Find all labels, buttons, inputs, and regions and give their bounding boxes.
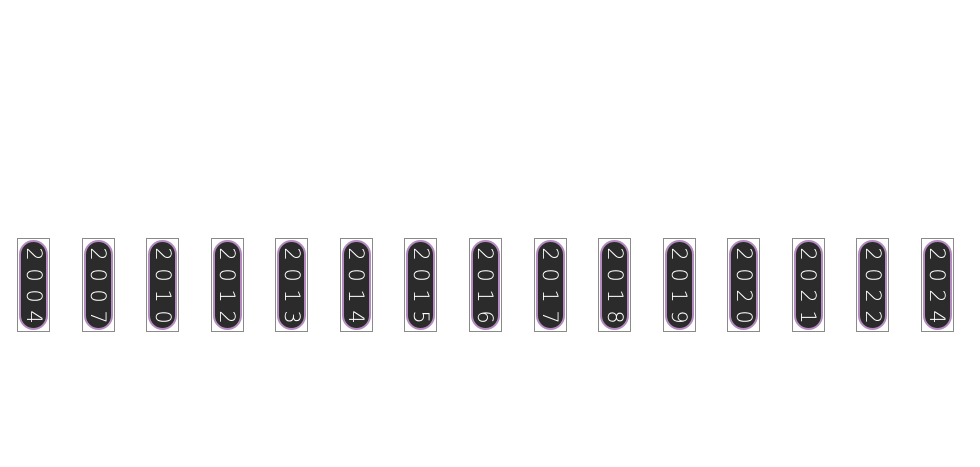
year-digit: 2 xyxy=(860,309,885,324)
year-digit: 0 xyxy=(215,267,240,282)
year-digit: 8 xyxy=(602,309,627,324)
year-digit: 0 xyxy=(21,288,46,303)
year-digit: 0 xyxy=(21,267,46,282)
year-digit: 0 xyxy=(667,267,692,282)
year-digit: 2 xyxy=(860,288,885,303)
year-digit: 2 xyxy=(667,246,692,261)
year-digit: 6 xyxy=(473,309,498,324)
year-digit: 2 xyxy=(215,246,240,261)
year-digit: 4 xyxy=(344,309,369,324)
year-digit: 0 xyxy=(408,267,433,282)
year-digit: 4 xyxy=(21,309,46,324)
year-digit: 2 xyxy=(860,246,885,261)
year-digit: 1 xyxy=(667,288,692,303)
year-digit: 0 xyxy=(150,267,175,282)
year-digit: 2 xyxy=(538,246,562,261)
year-digit: 1 xyxy=(796,309,821,324)
year-digit: 2 xyxy=(473,246,498,261)
year-digit: 0 xyxy=(925,267,950,282)
year-digit: 7 xyxy=(86,309,111,324)
year-digit: 1 xyxy=(538,288,562,303)
year-digit: 0 xyxy=(86,288,111,303)
year-digit: 0 xyxy=(473,267,498,282)
year-digit: 0 xyxy=(538,267,562,282)
year-digit: 5 xyxy=(408,309,433,324)
year-digit: 9 xyxy=(667,309,692,324)
year-digit: 2 xyxy=(925,288,950,303)
year-digit: 2 xyxy=(408,246,433,261)
year-digit: 2 xyxy=(731,246,756,261)
year-digit: 2 xyxy=(215,309,240,324)
year-digit: 0 xyxy=(860,267,885,282)
year-digit: 0 xyxy=(150,309,175,324)
year-digit: 2 xyxy=(86,246,111,261)
year-digit: 7 xyxy=(538,309,562,324)
year-digit: 0 xyxy=(602,267,627,282)
year-digit: 2 xyxy=(796,246,821,261)
year-digit: 1 xyxy=(150,288,175,303)
year-digit: 2 xyxy=(602,246,627,261)
year-digit: 2 xyxy=(925,246,950,261)
year-digit: 0 xyxy=(731,267,756,282)
year-digit: 3 xyxy=(279,309,304,324)
year-digit: 1 xyxy=(279,288,304,303)
year-digit: 4 xyxy=(925,309,950,324)
year-digit: 2 xyxy=(21,246,46,261)
year-digit: 1 xyxy=(473,288,498,303)
year-digit: 0 xyxy=(344,267,369,282)
year-digit: 0 xyxy=(731,309,756,324)
year-digit: 2 xyxy=(279,246,304,261)
year-digit: 2 xyxy=(796,288,821,303)
year-digit: 2 xyxy=(731,288,756,303)
year-digit: 0 xyxy=(279,267,304,282)
year-digit: 2 xyxy=(344,246,369,261)
year-digit: 0 xyxy=(796,267,821,282)
year-digit: 2 xyxy=(150,246,175,261)
year-digit: 1 xyxy=(344,288,369,303)
year-digit: 1 xyxy=(408,288,433,303)
year-digit: 0 xyxy=(86,267,111,282)
year-digit: 1 xyxy=(602,288,627,303)
year-digit: 1 xyxy=(215,288,240,303)
